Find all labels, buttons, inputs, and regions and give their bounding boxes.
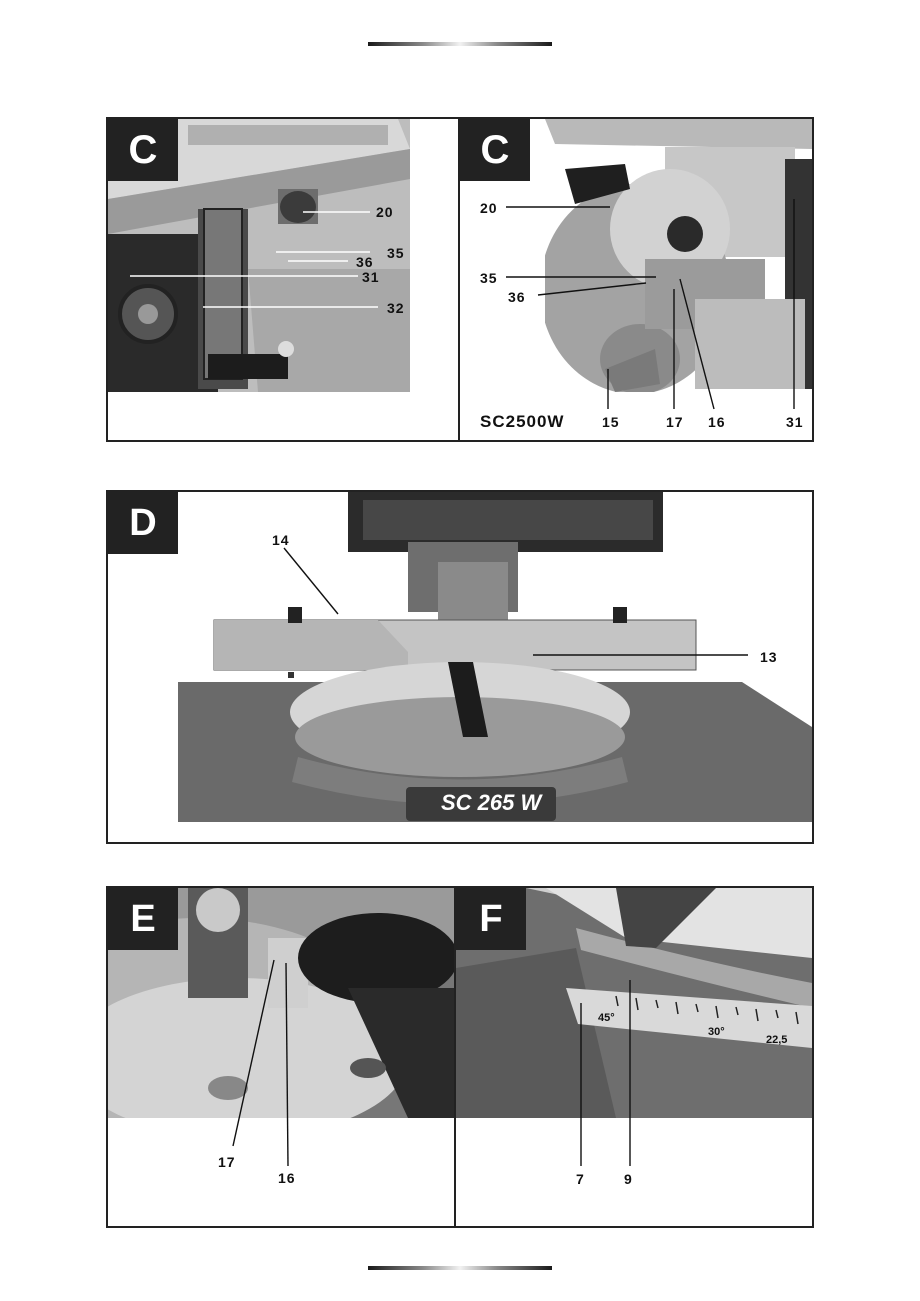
figure-c-right: C 20 35 36 SC2500W 15 17 16 31 — [458, 117, 814, 442]
figure-label-f: F — [456, 888, 526, 950]
figure-d-photo — [108, 492, 812, 842]
top-rule — [368, 42, 552, 46]
figure-c-left-leaders-white — [130, 211, 378, 308]
callout-9: 9 — [624, 1171, 633, 1187]
callout-20: 20 — [376, 204, 394, 220]
figure-e-leaders — [232, 959, 289, 1167]
figure-e-photo — [108, 888, 454, 1118]
scale-mark-30: 30° — [708, 1026, 725, 1038]
bottom-rule — [368, 1266, 552, 1270]
callout-36: 36 — [508, 289, 526, 305]
callout-16: 16 — [278, 1170, 296, 1186]
figure-label-c: C — [460, 119, 530, 181]
callout-32: 32 — [387, 300, 405, 316]
figure-label-d: D — [108, 492, 178, 554]
scale-mark-22-5: 22,5 — [766, 1034, 788, 1046]
callout-17: 17 — [218, 1154, 236, 1170]
figure-f: F 45° 30° 22,5 7 9 — [454, 886, 814, 1228]
callout-31: 31 — [362, 269, 380, 285]
figure-f-leaders — [580, 980, 631, 1166]
callout-7: 7 — [576, 1171, 585, 1187]
figure-label-c: C — [108, 119, 178, 181]
callout-16: 16 — [708, 414, 726, 430]
callout-15: 15 — [602, 414, 620, 430]
figure-f-photo — [456, 888, 812, 1118]
callout-14: 14 — [272, 532, 290, 548]
callout-35: 35 — [480, 270, 498, 286]
figure-e: E 17 16 — [106, 886, 456, 1228]
figure-c-left: C 20 35 36 31 32 — [106, 117, 460, 442]
figure-c-right-photo — [545, 119, 812, 392]
figure-c-right-leaders — [506, 199, 795, 410]
callout-36: 36 — [356, 254, 374, 270]
machine-badge: SC 265 W — [441, 790, 542, 815]
figure-d: D SC 265 W 14 13 — [106, 490, 814, 844]
figure-d-leaders — [283, 547, 748, 656]
callout-35: 35 — [387, 245, 405, 261]
scale-mark-45: 45° — [598, 1012, 615, 1024]
model-name: SC2500W — [480, 412, 565, 431]
callout-17: 17 — [666, 414, 684, 430]
figure-label-e: E — [108, 888, 178, 950]
figure-c-left-photo — [108, 119, 410, 392]
callout-20: 20 — [480, 200, 498, 216]
callout-13: 13 — [760, 649, 778, 665]
callout-31: 31 — [786, 414, 804, 430]
